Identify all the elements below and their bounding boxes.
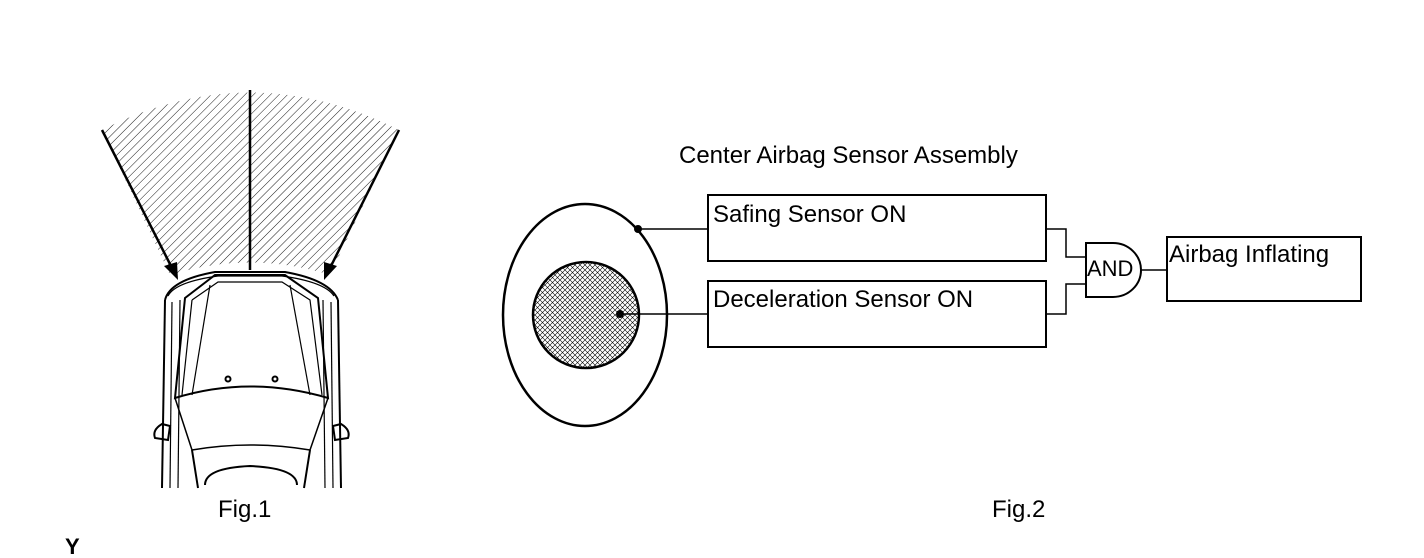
right-impact-arrow bbox=[324, 129, 401, 280]
fig2-sensor-logic: Center Airbag Sensor Assembly Safing Sen… bbox=[501, 142, 1362, 523]
sensor-assembly-title: Center Airbag Sensor Assembly bbox=[679, 142, 1018, 169]
sensor-housing-ellipse bbox=[501, 202, 669, 428]
airbag-inflating-label: Airbag Inflating bbox=[1169, 241, 1329, 268]
deceleration-sensor-label: Deceleration Sensor ON bbox=[713, 286, 973, 313]
deceleration-sensor-mass bbox=[531, 260, 641, 370]
safing-sensor-box bbox=[707, 194, 1047, 262]
safing-to-gate-wire bbox=[1046, 228, 1086, 258]
airbag-inflating-box bbox=[1166, 236, 1362, 302]
and-gate bbox=[1085, 242, 1142, 298]
decel-to-gate-wire bbox=[1046, 283, 1086, 315]
and-gate-label: AND bbox=[1087, 256, 1133, 281]
fig1-car-diagram: Fig.1 bbox=[100, 90, 401, 523]
car-top-view bbox=[153, 271, 350, 489]
safing-sensor-label: Safing Sensor ON bbox=[713, 201, 906, 228]
fig2-caption: Fig.2 bbox=[992, 496, 1045, 523]
left-impact-arrow bbox=[100, 129, 178, 280]
deceleration-sensor-box bbox=[707, 280, 1047, 348]
corner-mark: Y bbox=[65, 534, 80, 558]
fig1-caption: Fig.1 bbox=[218, 496, 271, 523]
